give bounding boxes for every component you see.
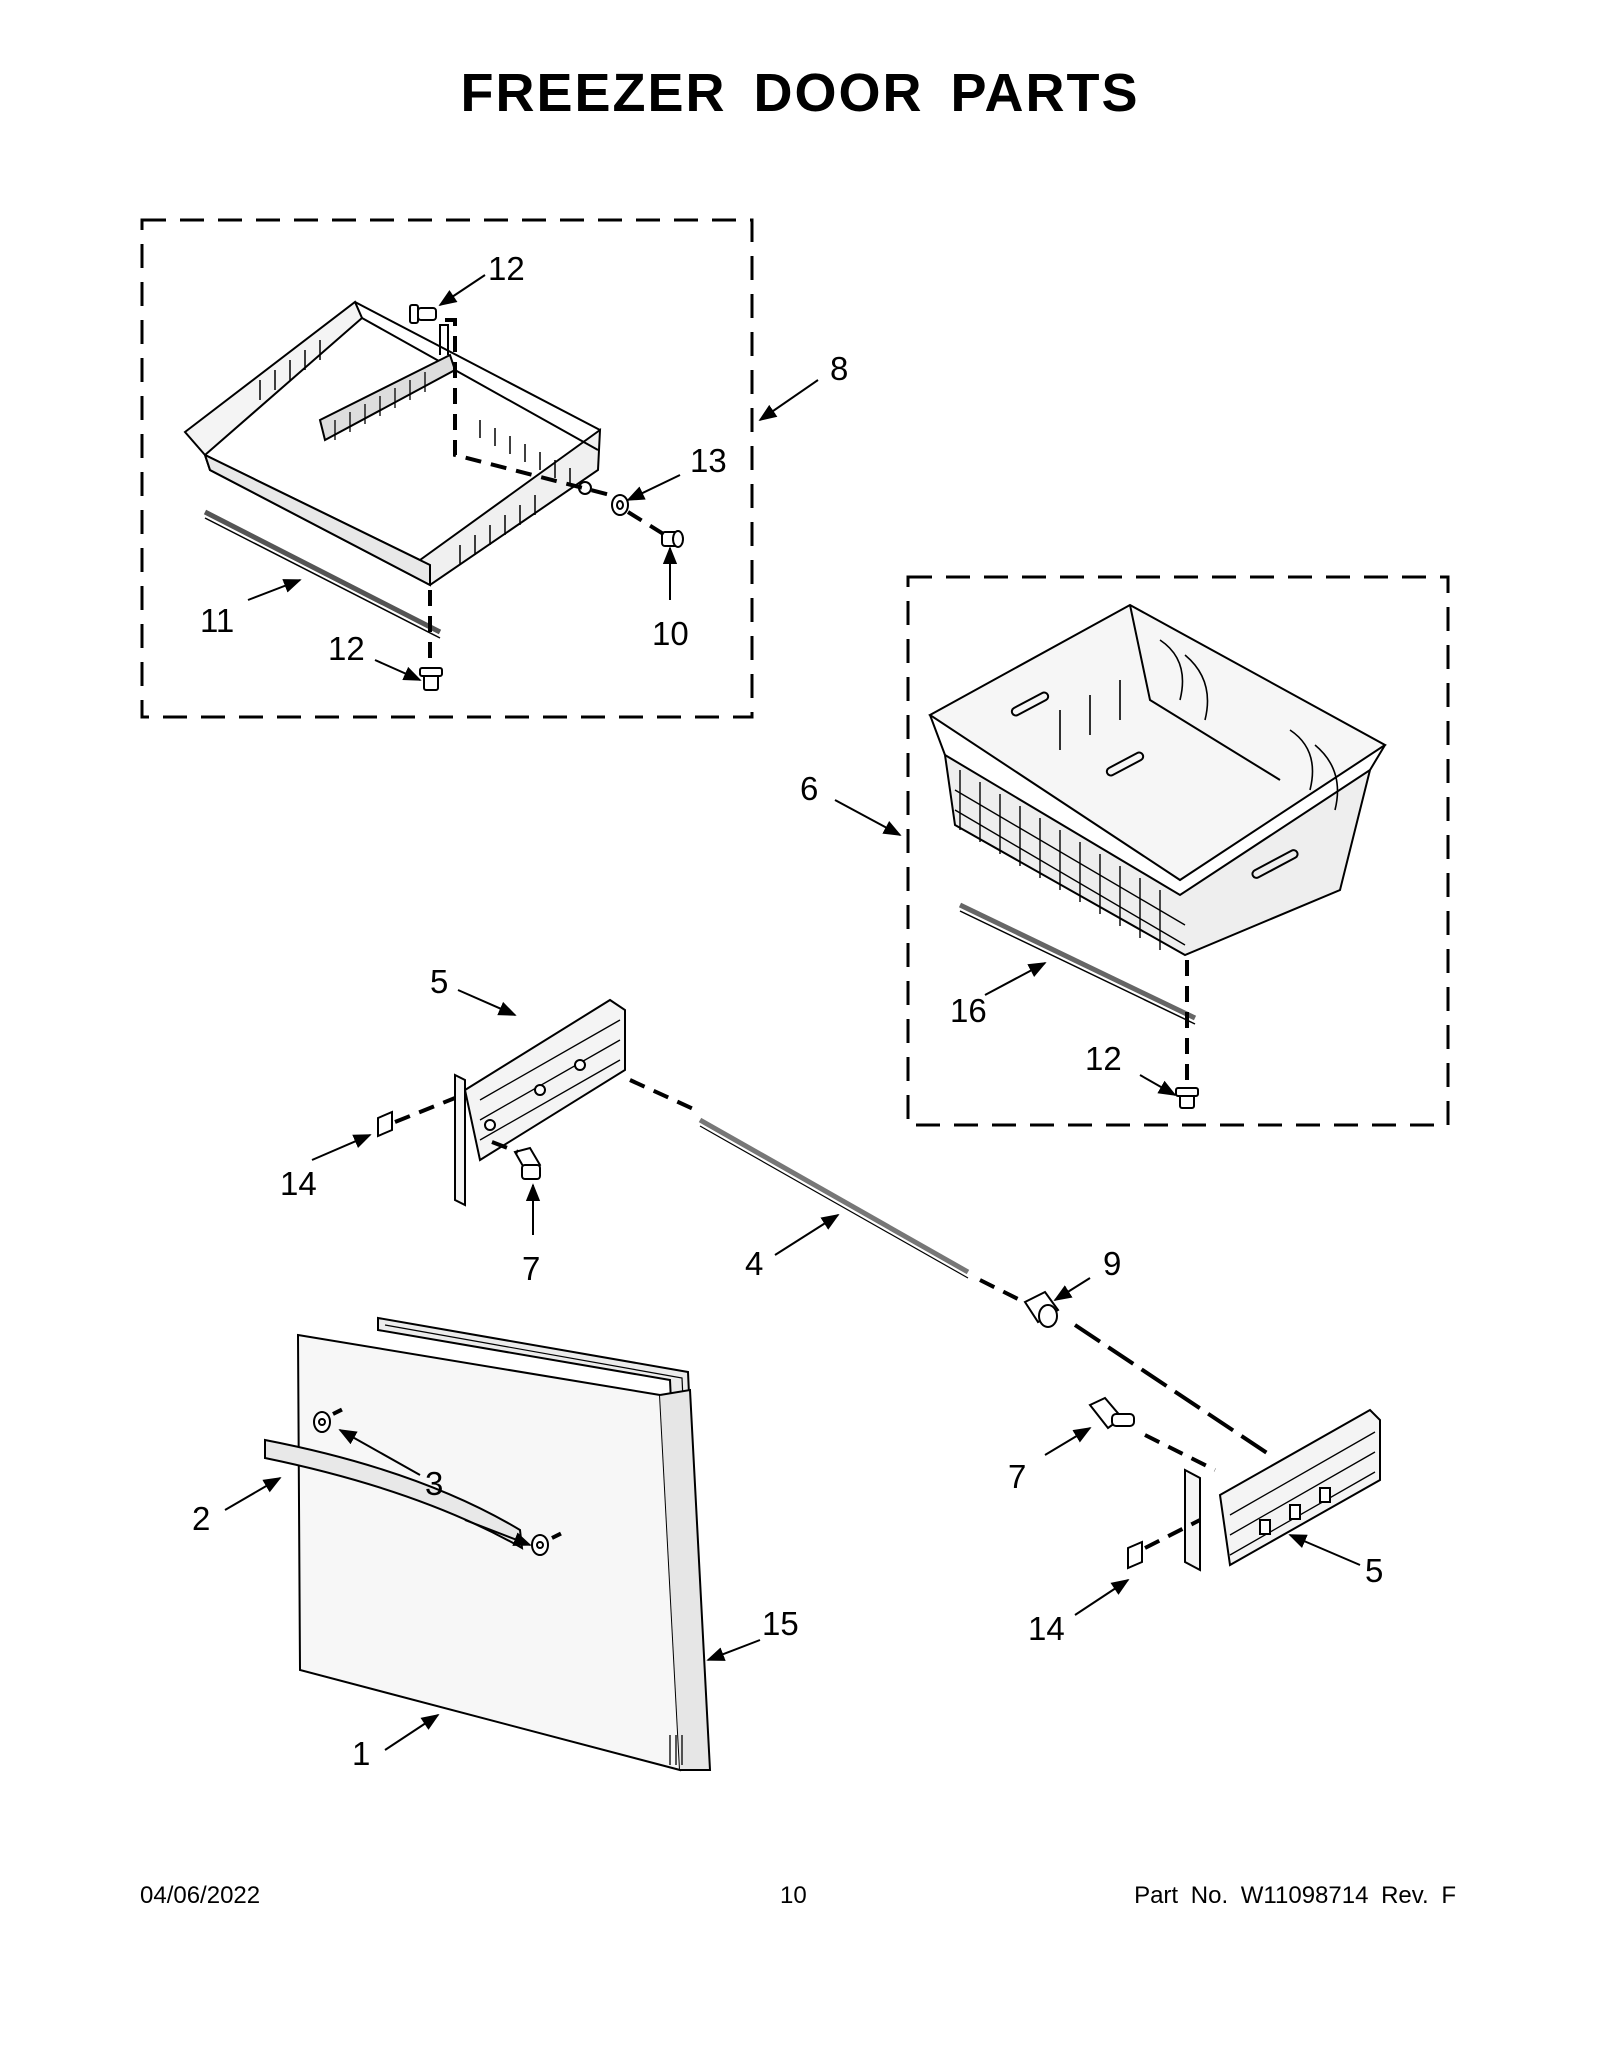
arrow-9 — [1053, 1277, 1091, 1301]
screw-7-left — [513, 1146, 542, 1180]
arrow-16 — [984, 962, 1047, 996]
washer-13 — [611, 494, 629, 516]
screw-12-top — [409, 304, 437, 324]
footer-part-number: Part No. W11098714 Rev. F — [1134, 1882, 1456, 1909]
callout-5a: 5 — [430, 963, 448, 1000]
upper-freezer-basket — [183, 300, 602, 639]
handle-screw-3-lower — [531, 1534, 549, 1556]
bushing-9 — [1023, 1290, 1060, 1328]
handle-screw-3-upper — [313, 1411, 331, 1433]
arrow-7b — [1044, 1427, 1092, 1456]
upper-basket-assembly-box — [140, 218, 754, 719]
callout-12a: 12 — [488, 250, 525, 287]
arrow-1 — [384, 1714, 440, 1751]
screw-12-bottom — [419, 667, 443, 691]
callout-7a: 7 — [522, 1250, 540, 1287]
arrow-12c — [1139, 1074, 1177, 1096]
callout-12b: 12 — [328, 630, 365, 667]
arrow-14b — [1074, 1579, 1130, 1616]
lower-basket-assembly-box — [906, 575, 1450, 1127]
arrow-8 — [758, 379, 819, 422]
arrow-3-upper — [338, 1429, 421, 1476]
rod-4 — [698, 1117, 970, 1275]
clip-14-left — [377, 1110, 393, 1138]
callout-14a: 14 — [280, 1165, 317, 1202]
clip-14-right — [1127, 1540, 1143, 1570]
arrow-15 — [706, 1639, 761, 1661]
right-slide-rail — [1184, 1408, 1381, 1572]
callout-8: 8 — [830, 350, 848, 387]
door-handle-2 — [264, 1438, 524, 1550]
footer-page-number: 10 — [780, 1882, 807, 1909]
callout-6: 6 — [800, 770, 818, 807]
left-slide-rail — [454, 998, 626, 1207]
arrow-5b — [1288, 1534, 1361, 1566]
arrow-4 — [774, 1214, 840, 1256]
arrow-6 — [834, 799, 902, 836]
arrow-2 — [224, 1477, 282, 1511]
callout-1: 1 — [352, 1735, 370, 1772]
arrow-3-lower — [464, 1519, 532, 1546]
callout-4: 4 — [745, 1245, 763, 1282]
callout-3: 3 — [425, 1465, 443, 1502]
screw-12-lower — [1175, 1087, 1199, 1109]
callout-7b: 7 — [1008, 1458, 1026, 1495]
page-title: FREEZER DOOR PARTS — [460, 63, 1140, 123]
callout-13: 13 — [690, 442, 727, 479]
arrow-12a — [438, 274, 486, 306]
callout-15: 15 — [762, 1605, 799, 1642]
screw-10 — [661, 530, 684, 548]
callout-12c: 12 — [1085, 1040, 1122, 1077]
callout-10: 10 — [652, 615, 689, 652]
screw-7-right — [1088, 1396, 1135, 1430]
callout-14b: 14 — [1028, 1610, 1065, 1647]
arrow-14a — [311, 1134, 372, 1161]
callout-16: 16 — [950, 992, 987, 1029]
arrow-13 — [626, 474, 681, 501]
callout-5b: 5 — [1365, 1552, 1383, 1589]
freezer-door-1 — [296, 1333, 712, 1772]
callout-2: 2 — [192, 1500, 210, 1537]
arrow-11 — [247, 579, 302, 601]
lower-freezer-basket — [928, 603, 1387, 1025]
callout-9: 9 — [1103, 1245, 1121, 1282]
footer-date: 04/06/2022 — [140, 1882, 261, 1909]
callout-11: 11 — [200, 602, 234, 639]
arrow-5a — [457, 989, 517, 1016]
arrow-12b — [374, 659, 422, 681]
